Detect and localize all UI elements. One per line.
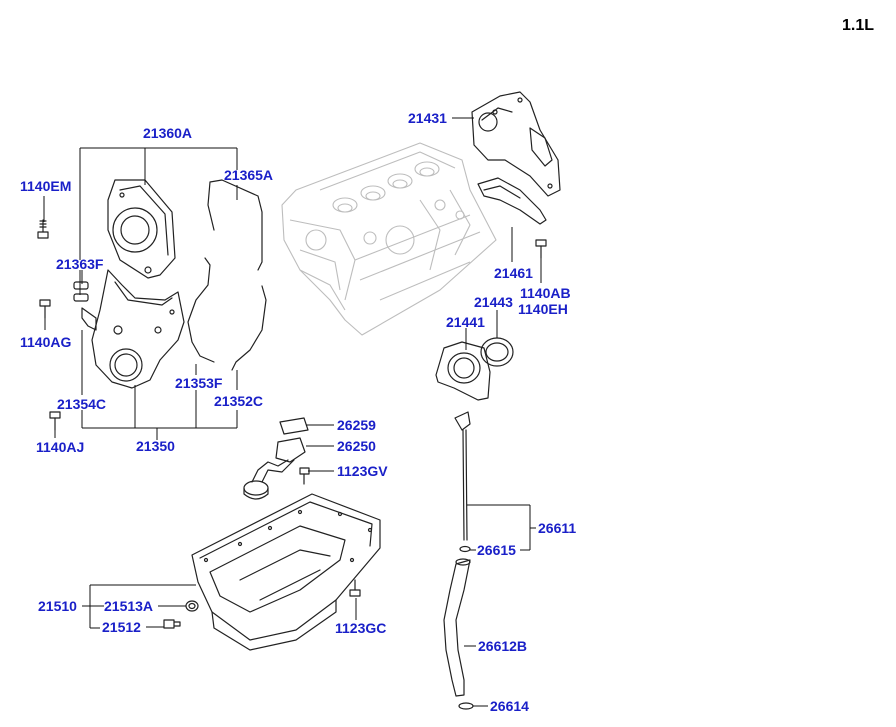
label-21363F: 21363F xyxy=(56,256,104,272)
bolt-1123GC-drawing xyxy=(349,579,361,597)
engine-block-drawing xyxy=(281,142,497,336)
label-21510: 21510 xyxy=(38,598,77,614)
seal-case-21441-drawing xyxy=(435,341,491,401)
label-1123GC: 1123GC xyxy=(335,620,386,636)
spacer-21363F-drawing xyxy=(73,281,89,302)
oil-screen-26250-drawing xyxy=(243,437,306,500)
label-26250: 26250 xyxy=(337,438,376,454)
label-21431: 21431 xyxy=(408,110,447,126)
bracket-21354C-drawing xyxy=(81,307,97,331)
label-26611: 26611 xyxy=(538,520,576,536)
label-26612B: 26612B xyxy=(478,638,527,654)
bolt-1140EM-drawing xyxy=(37,219,49,239)
bolt-1140AJ-drawing xyxy=(49,411,61,431)
leader-lines xyxy=(43,117,542,707)
label-21354C: 21354C xyxy=(57,396,106,412)
gasket-26259-drawing xyxy=(279,417,309,435)
label-21513A: 21513A xyxy=(104,598,153,614)
engine-bracket-21431-drawing xyxy=(471,91,561,197)
gasket-21353F-drawing xyxy=(187,257,215,363)
label-1140EM: 1140EM xyxy=(20,178,71,194)
label-1140AJ: 1140AJ xyxy=(36,439,84,455)
engine-variant-label: 1.1L xyxy=(842,17,874,34)
timing-cover-lower-drawing xyxy=(91,269,185,389)
timing-cover-upper-drawing xyxy=(107,179,176,279)
dipstick-tube-26612B-drawing xyxy=(443,558,471,697)
label-21350: 21350 xyxy=(136,438,175,454)
o-ring-26615-drawing xyxy=(459,545,471,553)
label-26614: 26614 xyxy=(490,698,529,714)
label-21441: 21441 xyxy=(446,314,485,330)
label-21512: 21512 xyxy=(102,619,141,635)
bolt-1140AG-drawing xyxy=(39,299,51,319)
oil-pan-21510-drawing xyxy=(191,493,381,651)
dipstick-26611-drawing xyxy=(454,411,471,541)
label-21461: 21461 xyxy=(494,265,533,281)
bolt-1140AB-drawing xyxy=(535,239,547,259)
drain-plug-21512-drawing xyxy=(163,619,181,629)
gasket-21352C-drawing xyxy=(231,285,267,371)
label-21360A: 21360A xyxy=(143,125,192,141)
label-1140AG: 1140AG xyxy=(20,334,71,350)
label-21352C: 21352C xyxy=(214,393,263,409)
label-26259: 26259 xyxy=(337,417,376,433)
baffle-21461-drawing xyxy=(477,177,547,225)
label-21365A: 21365A xyxy=(224,167,273,183)
label-21443: 21443 xyxy=(474,294,513,310)
label-1140AB: 1140AB xyxy=(520,285,571,301)
label-26615: 26615 xyxy=(477,542,516,558)
label-1140EH: 1140EH xyxy=(518,301,568,317)
gasket-21365A-drawing xyxy=(207,179,263,271)
label-21353F: 21353F xyxy=(175,375,223,391)
oil-seal-21443-drawing xyxy=(480,337,514,367)
gasket-21513A-drawing xyxy=(185,600,199,612)
label-1123GV: 1123GV xyxy=(337,463,388,479)
bolt-1123GV-drawing xyxy=(299,467,310,485)
part-labels: 21360A 21365A 1140EM 21363F 1140AG 21353… xyxy=(20,110,576,714)
o-ring-26614-drawing xyxy=(458,702,474,710)
